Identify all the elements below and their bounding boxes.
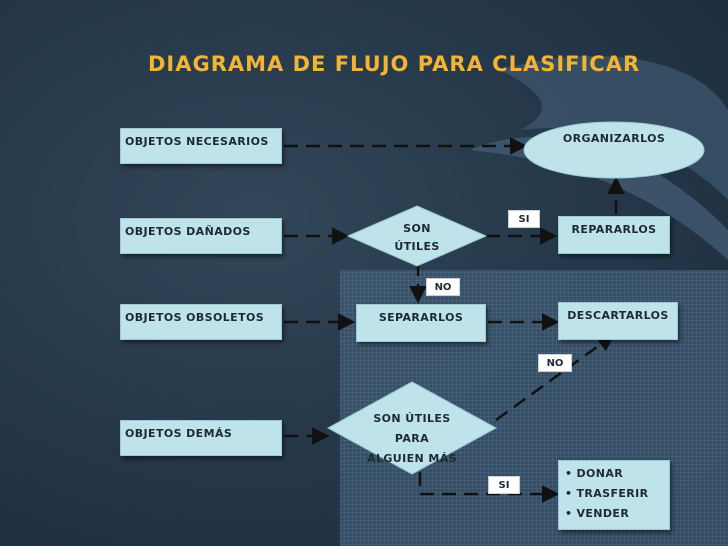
option-trasferir: TRASFERIR xyxy=(565,484,669,504)
option-vender: VENDER xyxy=(565,504,669,524)
label-si-opciones: SI xyxy=(488,476,520,494)
label-si-reparar: SI xyxy=(508,210,540,228)
box-separarlos: SEPARARLOS xyxy=(356,304,486,342)
label-no-separar: NO xyxy=(426,278,460,296)
diamond-alguien-line1: SON ÚTILES xyxy=(373,412,451,425)
box-objetos-obsoletos: OBJETOS OBSOLETOS xyxy=(120,304,282,340)
box-objetos-demas: OBJETOS DEMÁS xyxy=(120,420,282,456)
diamond-utiles-line1: SON xyxy=(403,222,431,235)
diamond-alguien-line2: PARA xyxy=(394,432,430,445)
diamond-alguien-line3: ALGUIEN MÁS xyxy=(367,452,457,465)
ellipse-label-organizarlos: ORGANIZARLOS xyxy=(562,132,666,145)
box-objetos-danados: OBJETOS DAÑADOS xyxy=(120,218,282,254)
page-title: DIAGRAMA DE FLUJO PARA CLASIFICAR xyxy=(148,52,641,76)
box-repararlos: REPARARLOS xyxy=(558,216,670,254)
connector-alguien-descartar xyxy=(495,333,615,422)
diamond-son-utiles xyxy=(346,205,488,267)
connector-alguien-opciones xyxy=(418,472,560,503)
label-no-descartar: NO xyxy=(538,354,572,372)
box-objetos-necesarios: OBJETOS NECESARIOS xyxy=(120,128,282,164)
box-descartarlos: DESCARTARLOS xyxy=(558,302,678,340)
option-donar: DONAR xyxy=(565,464,669,484)
diamond-utiles-line2: ÚTILES xyxy=(394,240,440,253)
ellipse-organizarlos xyxy=(523,121,705,179)
box-opciones: DONAR TRASFERIR VENDER xyxy=(558,460,670,530)
diamond-son-utiles-alguien xyxy=(326,381,498,475)
